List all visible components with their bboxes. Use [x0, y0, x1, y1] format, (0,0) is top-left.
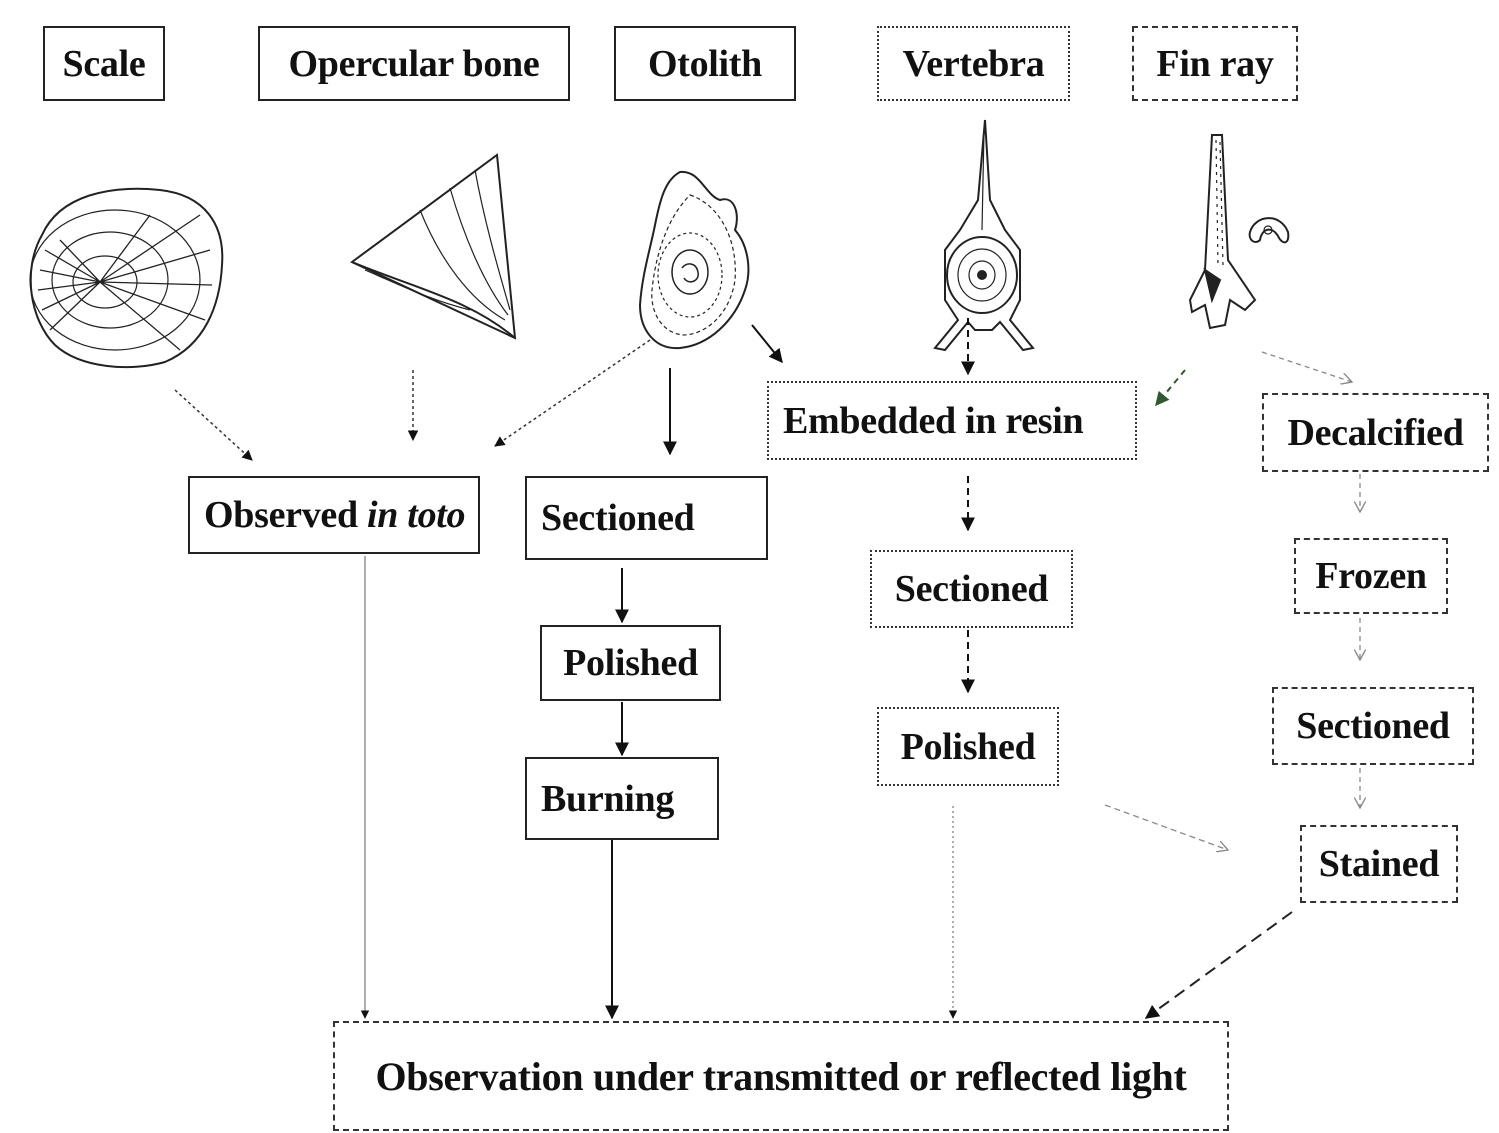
step-label: Frozen	[1315, 555, 1427, 597]
step-label: Polished	[900, 725, 1036, 768]
step-label: Burning	[541, 777, 675, 820]
structure-label: Fin ray	[1156, 42, 1274, 85]
structure-fin-ray: Fin ray	[1132, 26, 1298, 101]
step-label: Stained	[1318, 843, 1440, 885]
step-label: Polished	[563, 642, 698, 684]
final-observation-box: Observation under transmitted or reflect…	[333, 1021, 1229, 1131]
vertebra-sectioned-box: Sectioned	[870, 550, 1073, 628]
connectors	[174, 318, 1360, 1020]
otolith-polished-box: Polished	[540, 625, 721, 701]
structure-label: Scale	[62, 42, 146, 85]
observed-label: Observed	[204, 494, 368, 536]
embedded-in-resin-box: Embedded in resin	[767, 381, 1137, 460]
observed-in-toto-box: Observed in toto	[188, 476, 480, 554]
structure-vertebra: Vertebra	[877, 26, 1070, 101]
vertebra-polished-box: Polished	[877, 707, 1059, 786]
structure-label: Otolith	[647, 42, 762, 85]
decalcified-box: Decalcified	[1262, 393, 1489, 472]
otolith-burning-box: Burning	[525, 757, 719, 840]
final-label: Observation under transmitted or reflect…	[375, 1053, 1187, 1099]
otolith-icon	[638, 170, 750, 350]
step-label: Sectioned	[541, 497, 695, 539]
step-label: Embedded in resin	[783, 399, 1084, 442]
frozen-box: Frozen	[1294, 538, 1448, 614]
otolith-sectioned-box: Sectioned	[525, 476, 768, 560]
structure-opercular-bone: Opercular bone	[258, 26, 570, 101]
observed-italic-label: in toto	[367, 494, 466, 536]
structure-otolith: Otolith	[614, 26, 796, 101]
step-label: Sectioned	[894, 568, 1049, 610]
step-label: Sectioned	[1296, 705, 1450, 747]
fin-ray-icon	[1188, 134, 1290, 330]
opercular-bone-icon	[350, 153, 517, 340]
finray-sectioned-box: Sectioned	[1272, 687, 1474, 765]
scale-icon	[29, 187, 224, 369]
stained-box: Stained	[1300, 825, 1458, 903]
structure-scale: Scale	[43, 26, 165, 101]
structure-label: Vertebra	[902, 42, 1045, 85]
step-label: Decalcified	[1287, 411, 1464, 454]
vertebra-icon	[933, 119, 1035, 352]
structure-label: Opercular bone	[288, 42, 540, 85]
